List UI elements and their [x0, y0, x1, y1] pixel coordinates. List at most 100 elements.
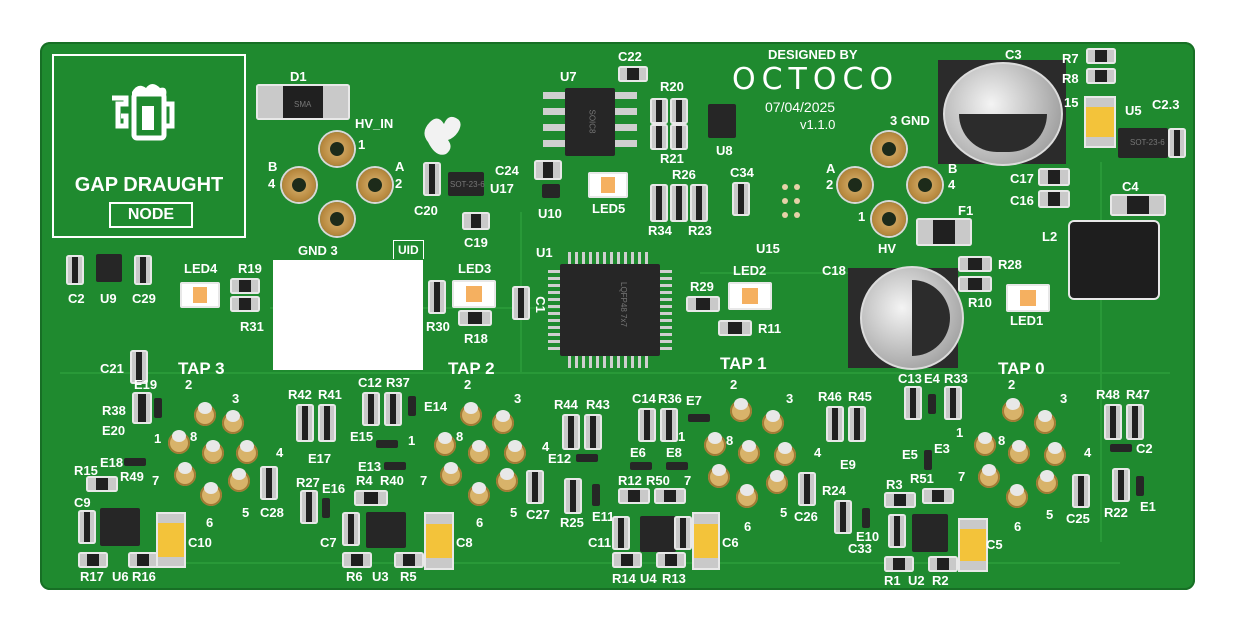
- tap-pin-8: 8: [456, 429, 464, 444]
- res-r47: [1128, 406, 1143, 438]
- ref-R45: R45: [848, 389, 872, 404]
- cap-c19: [464, 214, 488, 228]
- tap3-hole: [222, 410, 244, 434]
- ref-LED5: LED5: [592, 201, 626, 216]
- tap2-hole: [496, 468, 518, 492]
- ref-R4: R4: [356, 473, 373, 488]
- pcb-board: GAP DRAUGHT NODE UID D1 SMA HV_IN 1 B 4 …: [40, 42, 1195, 590]
- res-r25: [566, 480, 581, 512]
- tap3-title: TAP 3: [178, 359, 225, 378]
- esd-e19: [154, 398, 162, 418]
- tap-pin-4: 4: [276, 445, 284, 460]
- ref-C34: C34: [730, 165, 754, 180]
- ref-R49: R49: [120, 469, 144, 484]
- ref-R34: R34: [648, 223, 672, 238]
- tap0-hole: [1008, 440, 1030, 464]
- cap-c10: [156, 512, 186, 568]
- hv-pin-2: 2: [826, 177, 834, 192]
- tap-pin-4: 4: [542, 439, 550, 454]
- tap-pin-6: 6: [206, 515, 214, 530]
- ref-R42: R42: [288, 387, 312, 402]
- tap0-hole: [1002, 398, 1024, 422]
- via: [794, 212, 800, 218]
- ref-R40: R40: [380, 473, 404, 488]
- hv-pin-a: A: [826, 161, 836, 176]
- res-r14: [614, 554, 641, 566]
- chip-marking: SMA: [294, 100, 312, 109]
- hv-in-pin-a: A: [395, 159, 405, 174]
- ref-R17: R17: [80, 569, 104, 584]
- ref-R29: R29: [690, 279, 714, 294]
- cap-c13: [906, 388, 921, 418]
- ref-E3: E3: [934, 441, 950, 456]
- tap1-hole: [766, 470, 788, 494]
- ref-U8: U8: [716, 143, 733, 158]
- ref-R8: R8: [1062, 71, 1079, 86]
- esd-e8: [666, 462, 688, 470]
- ref-U3: U3: [372, 569, 389, 584]
- res-r48: [1106, 406, 1121, 438]
- tap3-hole: [236, 440, 258, 464]
- led2: [728, 282, 772, 310]
- tap-pin-5: 5: [510, 505, 518, 520]
- ref-R44: R44: [554, 397, 578, 412]
- hv-pad-3: [872, 132, 906, 166]
- ref-R36: R36: [658, 391, 682, 406]
- ref-C1: C1: [532, 296, 548, 313]
- tap3-hole: [168, 430, 190, 454]
- ref-15: 15: [1064, 95, 1079, 110]
- ref-LED2: LED2: [733, 263, 767, 278]
- ref-U15: U15: [756, 241, 780, 256]
- esd-e18: [124, 458, 146, 466]
- esd-e11: [592, 484, 600, 506]
- mcu-u1: [560, 264, 660, 356]
- ic-u6: [100, 508, 140, 546]
- ref-L2: L2: [1042, 229, 1058, 244]
- tap-pin-3: 3: [1060, 391, 1068, 406]
- ref-R16: R16: [132, 569, 156, 584]
- tap2-hole: [434, 432, 456, 456]
- tap1-title: TAP 1: [720, 354, 767, 373]
- tap2-hole: [492, 410, 514, 434]
- ref-R11: R11: [758, 321, 782, 336]
- ref-C8: C8: [456, 535, 473, 550]
- cap-c9: [80, 512, 95, 542]
- cap-c27: [528, 472, 543, 502]
- res-r1: [886, 558, 913, 570]
- res-r20: [652, 100, 667, 122]
- ref-C33: C33: [848, 541, 872, 556]
- res-r8: [1088, 70, 1115, 82]
- res-r33: [946, 388, 961, 418]
- design-date: 07/04/2025: [765, 99, 836, 115]
- ref-F1: F1: [958, 203, 974, 218]
- cap-c33: [890, 516, 905, 546]
- ref-R14: R14: [612, 571, 636, 586]
- tap2-hole: [504, 440, 526, 464]
- ref-E7: E7: [686, 393, 702, 408]
- cap-c4: [1112, 196, 1164, 214]
- ref-C17: C17: [1010, 171, 1034, 186]
- tap1-hole: [738, 440, 760, 464]
- esd-e12: [576, 454, 598, 462]
- ref-C28: C28: [260, 505, 284, 520]
- tap1-hole: [736, 484, 758, 508]
- hv-in-gnd: GND 3: [298, 243, 338, 258]
- tap2-hole: [440, 462, 462, 486]
- cap-c34: [734, 184, 749, 214]
- ref-C26: C26: [794, 509, 818, 524]
- tap-pin-3: 3: [514, 391, 522, 406]
- ref-U7: U7: [560, 69, 577, 84]
- res-r23: [692, 186, 707, 220]
- hv-in-pad-2: [358, 168, 392, 202]
- ref-C18: C18: [822, 263, 846, 278]
- esd-e16: [322, 498, 330, 518]
- ref-C29: C29: [132, 291, 156, 306]
- via: [782, 184, 788, 190]
- ic-u5: [1118, 128, 1168, 158]
- res-r6: [344, 554, 371, 566]
- ref-E1: E1: [1140, 499, 1156, 514]
- ref-R47: R47: [1126, 387, 1150, 402]
- ref-C23: C2.3: [1152, 97, 1180, 112]
- ref-C24: C24: [495, 163, 519, 178]
- res-r12: [620, 490, 649, 502]
